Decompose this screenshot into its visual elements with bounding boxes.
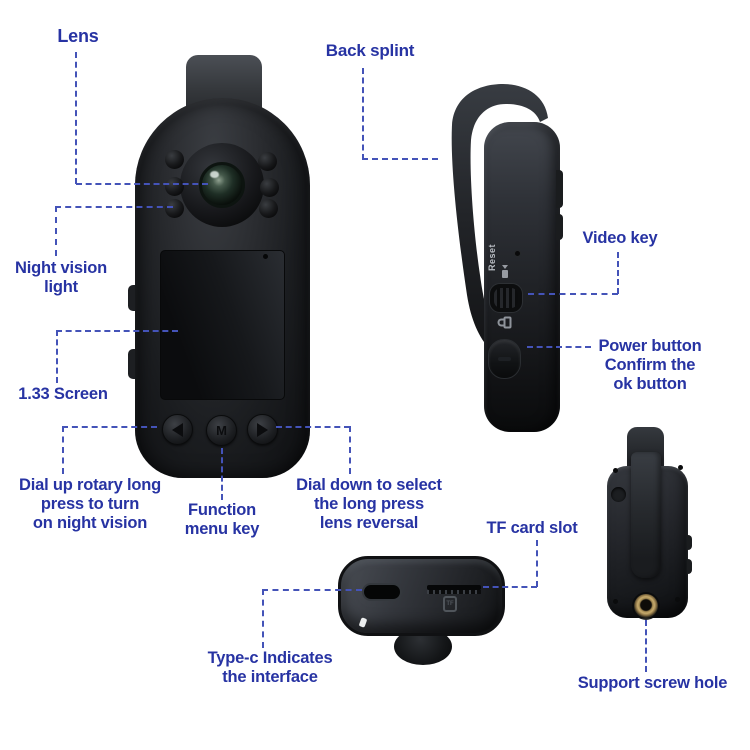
side-dial-edge	[556, 214, 563, 240]
leader-line-type-c	[262, 589, 362, 591]
ir-led	[165, 150, 184, 169]
leader-line-screw-hole	[645, 620, 647, 672]
label-dial-up: Dial up rotary long press to turn on nig…	[19, 476, 161, 533]
ir-led	[258, 152, 277, 171]
lens-glint	[210, 171, 219, 178]
back-splint-clip-hook	[451, 84, 548, 349]
leader-line-night-vision	[55, 206, 57, 256]
label-power-button: Power button Confirm the ok button	[598, 337, 702, 394]
leader-line-screen	[56, 330, 58, 383]
label-function-menu: Function menu key	[184, 501, 260, 539]
dial-up-side-button	[128, 285, 137, 311]
label-night-vision-light: Night vision light	[14, 259, 108, 297]
tf-card-slot-opening	[427, 585, 481, 590]
camera-lens	[199, 162, 245, 208]
leader-line-screen	[56, 330, 178, 332]
right-arrow-button	[247, 414, 278, 445]
back-clip-bar	[631, 452, 661, 578]
leader-line-dial-up	[62, 426, 157, 428]
screen-indicator-dot	[263, 254, 268, 259]
tf-card-icon: TF	[443, 596, 457, 612]
label-tf-card-slot: TF card slot	[486, 519, 578, 537]
video-key-texture	[494, 288, 518, 308]
night-vision-led	[165, 199, 184, 218]
leader-line-tf-card	[536, 540, 538, 587]
lock-icon-body	[503, 316, 512, 329]
leader-line-lens	[75, 52, 77, 184]
label-lens: Lens	[57, 26, 99, 46]
ir-led	[260, 178, 279, 197]
support-screw-hole	[634, 594, 658, 618]
video-camera-icon-body	[501, 270, 508, 278]
left-arrow-icon	[172, 422, 183, 437]
side-view-device	[484, 122, 560, 432]
video-camera-icon	[499, 263, 510, 278]
display-screen	[160, 250, 285, 400]
back-edge-button	[687, 535, 692, 550]
back-recess	[611, 487, 626, 502]
leader-line-lens	[76, 183, 208, 185]
side-dial-edge	[556, 170, 563, 208]
back-dot	[678, 465, 683, 470]
ir-led	[165, 177, 184, 196]
leader-line-dial-up	[62, 426, 64, 474]
menu-button: M	[206, 415, 237, 446]
ir-led	[259, 199, 278, 218]
leader-line-back-splint	[362, 158, 438, 160]
back-dot	[675, 597, 680, 602]
label-screw-hole: Support screw hole	[577, 674, 728, 692]
leader-line-tf-card	[483, 586, 537, 588]
leader-line-back-splint	[362, 68, 364, 160]
back-dot	[613, 599, 618, 604]
leader-line-function-menu	[221, 448, 223, 500]
label-type-c: Type-c Indicates the interface	[207, 649, 333, 687]
leader-line-type-c	[262, 589, 264, 648]
leader-line-night-vision	[55, 206, 173, 208]
menu-button-letter: M	[216, 423, 227, 438]
leader-line-power-button	[527, 346, 591, 348]
leader-line-dial-down	[349, 426, 351, 474]
dial-down-side-button	[128, 349, 137, 379]
label-screen: 1.33 Screen	[18, 385, 108, 403]
leader-line-video-key	[617, 252, 619, 294]
leader-line-dial-down	[276, 426, 350, 428]
right-arrow-icon	[257, 422, 268, 437]
video-camera-icon-lens	[501, 265, 508, 269]
power-button-mark	[498, 357, 511, 361]
back-dot	[613, 468, 618, 473]
usb-c-port	[362, 583, 402, 601]
reset-pinhole	[515, 251, 520, 256]
label-video-key: Video key	[582, 229, 658, 247]
tf-card-slot-contacts	[427, 590, 481, 594]
label-dial-down: Dial down to select the long press lens …	[296, 476, 442, 533]
left-arrow-button	[162, 414, 193, 445]
back-edge-button	[687, 559, 692, 574]
video-key-button	[489, 283, 523, 313]
label-back-splint: Back splint	[325, 41, 415, 60]
lock-icon	[497, 315, 515, 331]
leader-line-video-key	[528, 293, 618, 295]
